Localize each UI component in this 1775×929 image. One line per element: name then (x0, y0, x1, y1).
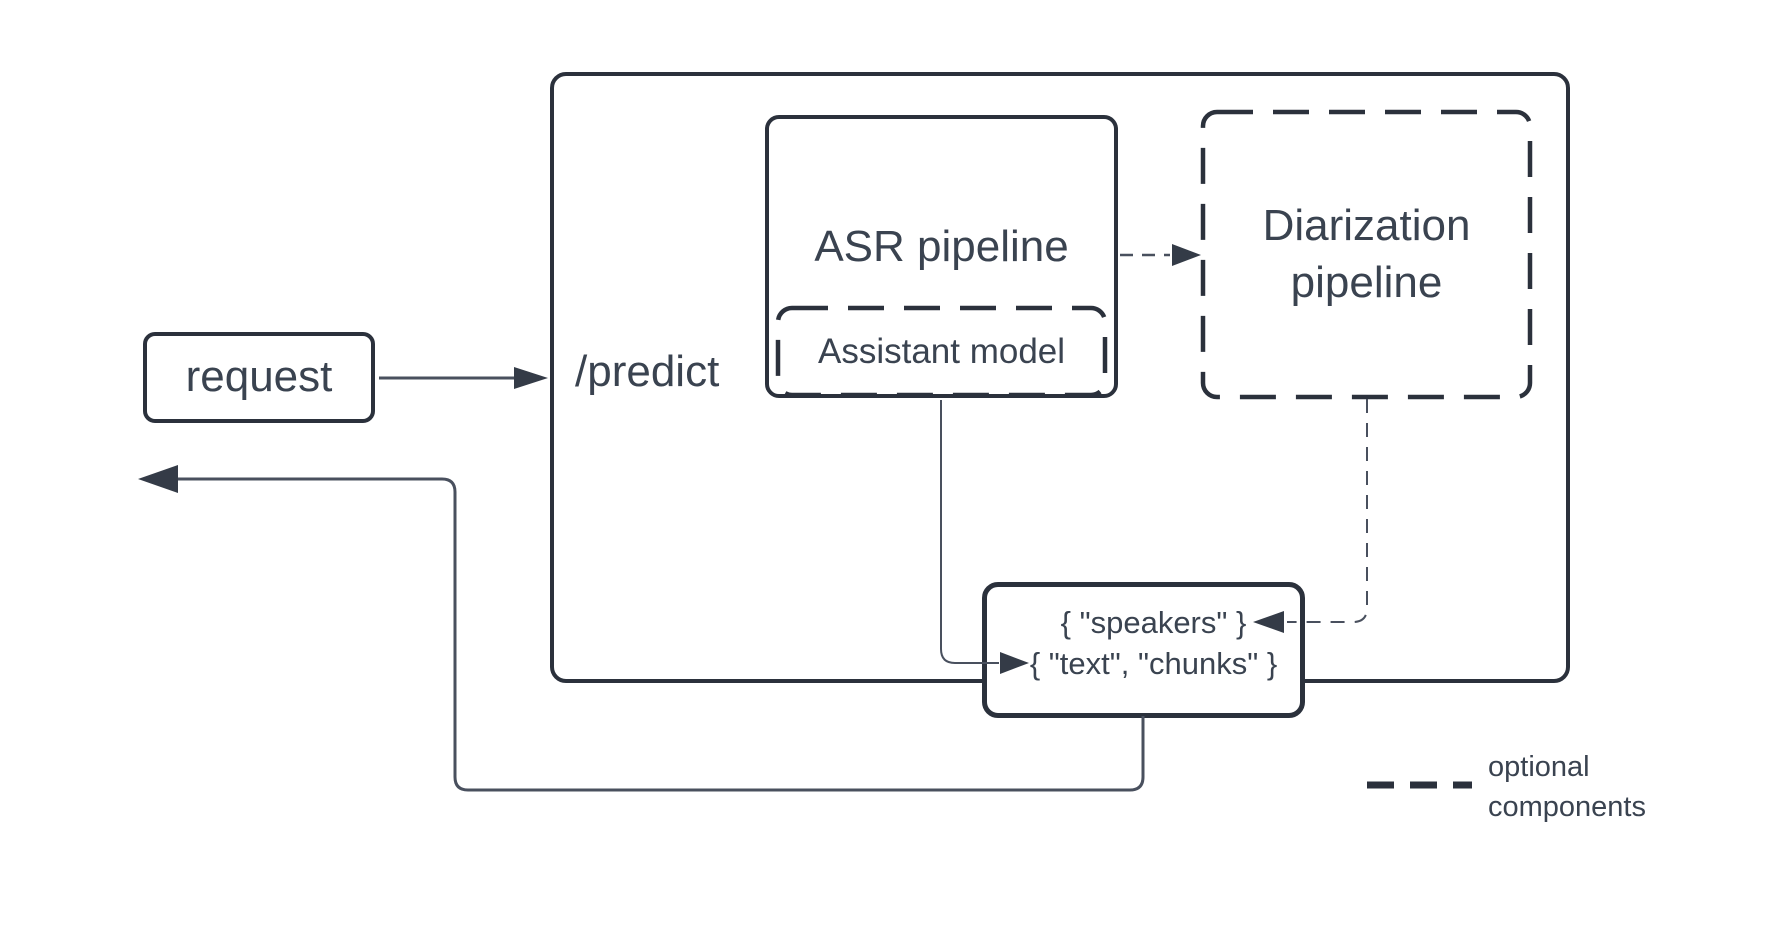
diarization-label-line1: Diarization (1262, 201, 1471, 250)
edge-return-arrowhead (138, 465, 178, 493)
edge-request-arrowhead (514, 367, 548, 389)
predict-label: /predict (575, 347, 720, 396)
output-row-speakers: { "speakers" } (1060, 605, 1247, 640)
diarization-pipeline-label: Diarization pipeline (1203, 197, 1530, 311)
request-label: request (185, 352, 333, 401)
assistant-model-label: Assistant model (817, 332, 1066, 371)
asr-pipeline-label: ASR pipeline (814, 222, 1069, 271)
legend-label-line2: components (1488, 791, 1646, 823)
request-node (143, 332, 375, 423)
legend-label-line1: optional (1488, 751, 1590, 783)
output-row-text-chunks: { "text", "chunks" } (1029, 646, 1278, 681)
legend-label: optional components (1488, 747, 1708, 827)
diarization-label-line2: pipeline (1290, 258, 1443, 307)
